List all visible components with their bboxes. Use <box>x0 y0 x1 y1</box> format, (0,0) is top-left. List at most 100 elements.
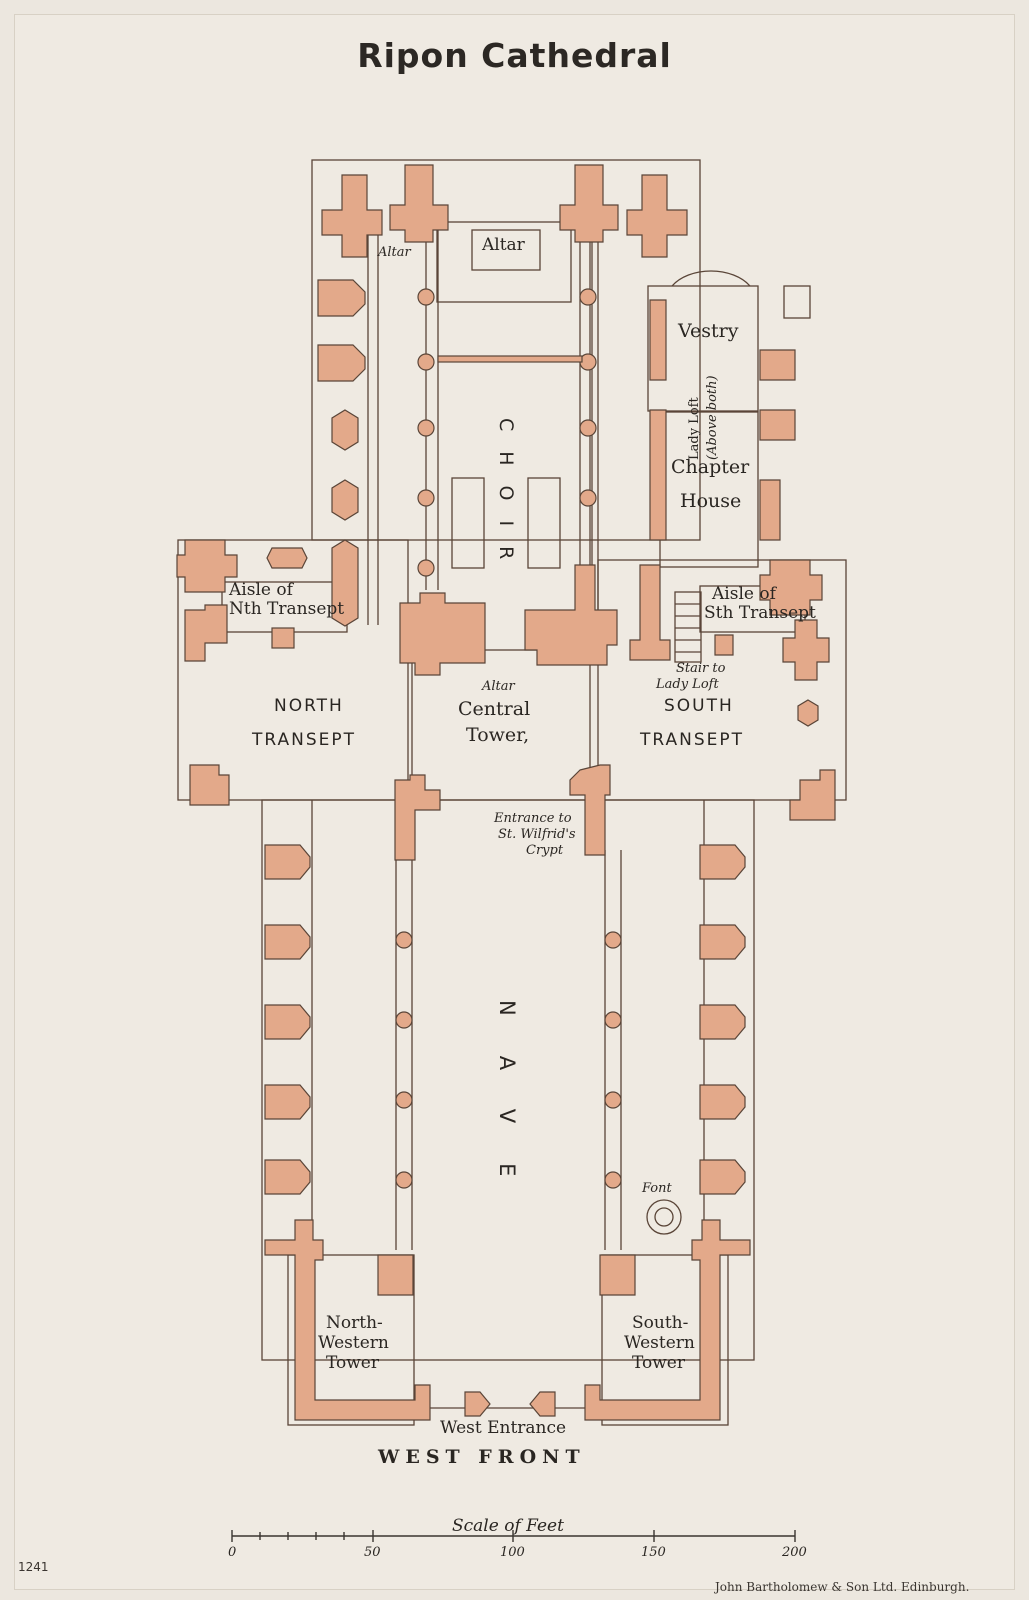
buttress <box>264 1004 311 1040</box>
buttress <box>317 344 366 382</box>
nw-tower-label-2: Western <box>318 1333 389 1353</box>
font-label: Font <box>642 1181 672 1196</box>
buttress <box>266 547 308 569</box>
buttress <box>699 844 746 880</box>
pier <box>417 353 435 371</box>
altar-small-label: Altar <box>378 245 411 260</box>
scale-tick-label: 50 <box>364 1545 381 1560</box>
vestry-stair-block <box>783 285 811 319</box>
central-altar-label: Altar <box>482 679 515 694</box>
altar-table <box>471 229 541 271</box>
buttress <box>321 174 383 258</box>
map-title: Ripon Cathedral <box>357 36 672 75</box>
font-basin-outer <box>646 1199 682 1235</box>
buttress <box>699 1004 746 1040</box>
buttress <box>389 164 449 243</box>
central-tower-label-1: Central <box>458 698 531 720</box>
wall-segment <box>649 299 667 381</box>
buttress <box>699 924 746 960</box>
nave-label: NAVE <box>495 1000 519 1217</box>
crypt-label-1: Entrance to <box>494 811 572 826</box>
choir-outer-wall <box>311 159 701 541</box>
stair-turret <box>789 769 836 821</box>
stair-label-2: Lady Loft <box>656 677 719 692</box>
choir-stalls-south <box>527 477 561 569</box>
buttress <box>264 1159 311 1195</box>
pier <box>579 489 597 507</box>
south-western-tower-walls <box>601 1254 729 1426</box>
buttress <box>184 604 228 662</box>
north-western-tower-walls <box>287 1254 415 1426</box>
central-tower-label-2: Tower, <box>466 724 530 746</box>
north-transept-label-1: NORTH <box>274 696 344 716</box>
scale-tick-label: 150 <box>641 1545 666 1560</box>
vestry-apse <box>671 270 751 287</box>
vestry-room <box>647 285 759 412</box>
pier <box>417 559 435 577</box>
pier <box>604 931 622 949</box>
buttress <box>264 924 311 960</box>
west-door-jamb <box>529 1391 556 1417</box>
west-front-label: WEST FRONT <box>378 1446 586 1468</box>
pier <box>395 931 413 949</box>
nw-tower-label-3: Tower <box>326 1353 379 1373</box>
font-basin-inner <box>654 1207 674 1227</box>
buttress <box>699 1159 746 1195</box>
crossing-pier-sw <box>569 764 611 856</box>
pier <box>331 479 359 521</box>
wall-segment <box>649 409 667 541</box>
pier <box>395 1171 413 1189</box>
buttress <box>176 539 238 593</box>
buttress <box>377 1254 414 1296</box>
altar-main-label: Altar <box>482 235 525 255</box>
chapter-house-label-2: House <box>680 490 742 512</box>
crossing-pier-se <box>394 774 441 861</box>
scale-tick-label: 200 <box>782 1545 807 1560</box>
pier <box>395 1091 413 1109</box>
stair-turret <box>189 764 230 806</box>
buttress <box>599 1254 636 1296</box>
buttress <box>264 844 311 880</box>
buttress <box>626 174 688 258</box>
pier <box>604 1171 622 1189</box>
nave-outer-walls <box>261 799 755 1361</box>
pier <box>395 1011 413 1029</box>
vestry-label: Vestry <box>678 320 739 342</box>
publisher-imprint: John Bartholomew & Son Ltd. Edinburgh. <box>715 1580 970 1594</box>
crypt-label-3: Crypt <box>526 843 564 858</box>
south-western-tower-masonry <box>584 1219 751 1421</box>
choir-stalls-north <box>451 477 485 569</box>
lady-loft-stair <box>674 591 702 663</box>
south-transept-label-1: SOUTH <box>664 696 734 716</box>
pier <box>604 1011 622 1029</box>
north-aisle-label-1: Aisle of <box>229 580 293 600</box>
scale-tick-label: 100 <box>500 1545 525 1560</box>
crypt-label-2: St. Wilfrid's <box>498 827 576 842</box>
crossing-pier-nw <box>399 592 486 676</box>
pier <box>331 539 359 627</box>
pier <box>714 634 734 656</box>
crossing-pier-ne <box>524 564 618 666</box>
chapter-house-label-1: Chapter <box>671 456 750 478</box>
north-transept-label-2: TRANSEPT <box>252 730 357 750</box>
buttress <box>559 164 619 243</box>
sw-tower-label-2: Western <box>624 1333 695 1353</box>
buttress <box>759 409 796 441</box>
pier <box>797 699 819 727</box>
buttress <box>759 349 796 381</box>
north-aisle-label-2: Nth Transept <box>229 599 345 619</box>
pier <box>417 288 435 306</box>
pier <box>271 627 295 649</box>
plan-outlines <box>177 159 847 1426</box>
pier <box>579 419 597 437</box>
buttress <box>699 1084 746 1120</box>
scale-title: Scale of Feet <box>452 1516 564 1536</box>
south-aisle-label-1: Aisle of <box>712 584 776 604</box>
plate-number: 1241 <box>18 1560 49 1574</box>
buttress <box>759 559 823 616</box>
scale-bar-lines <box>231 1530 796 1542</box>
sw-tower-label-1: South- <box>632 1313 689 1333</box>
pier <box>417 419 435 437</box>
north-western-tower-masonry <box>264 1219 431 1421</box>
